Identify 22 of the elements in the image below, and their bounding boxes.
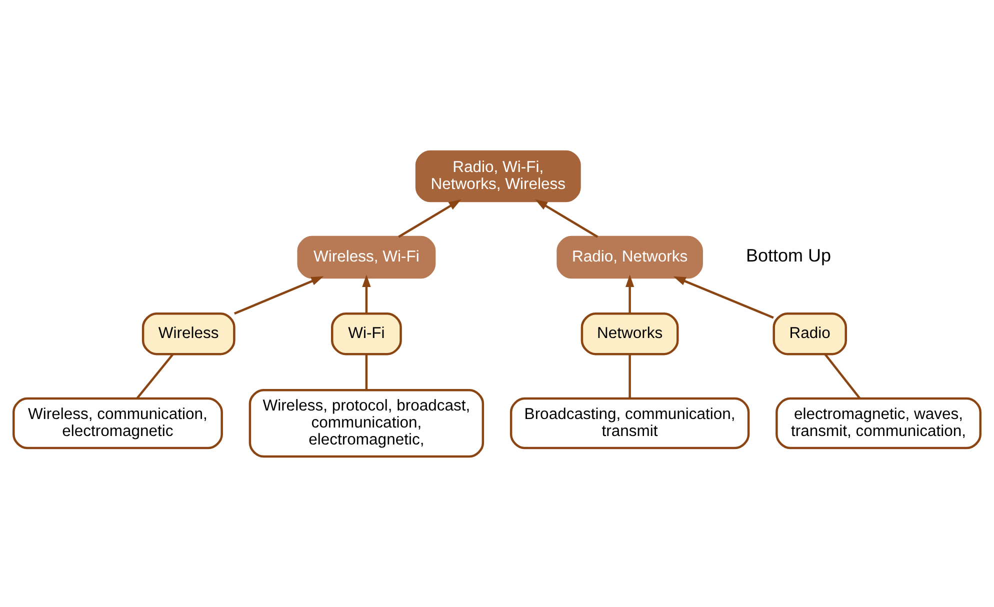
arrow [398,199,462,238]
node-box: Wireless, Wi-Fi [297,235,436,278]
node-box: Wireless, protocol, broadcast, communication, electromagnetic, [248,388,484,458]
arrow [234,276,324,314]
node-box: electromagnetic, waves, transmit, communication, [776,396,982,449]
node-box: Networks [580,312,679,355]
label: Bottom Up [746,245,832,266]
node-box: Radio [772,312,848,355]
node-box: Radio, Wi-Fi, Networks, Wireless [415,150,581,202]
arrow [535,199,598,238]
node-box: Broadcasting, communication, transmit [510,396,750,449]
arrow [362,274,371,313]
node-box: Wi-Fi [331,312,402,355]
connector [365,354,368,390]
connector [824,353,861,399]
node-box: Wireless [142,312,236,355]
arrow [673,276,774,318]
connector [136,353,174,399]
connector [628,354,631,398]
arrow [625,274,634,313]
node-box: Radio, Networks [556,235,703,278]
node-box: Wireless, communication, electromagnetic [12,396,223,449]
